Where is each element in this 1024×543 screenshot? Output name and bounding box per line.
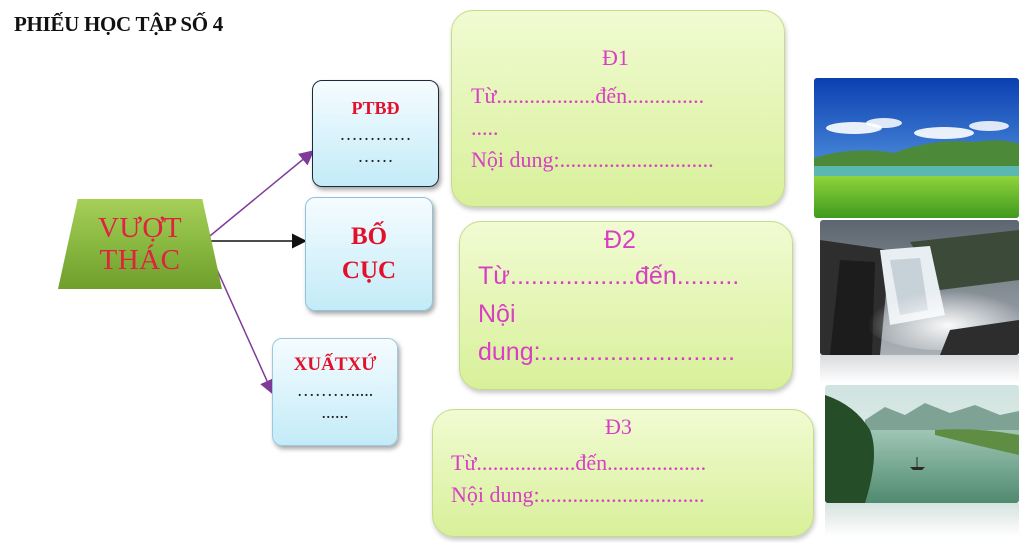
river-valley-image xyxy=(825,385,1019,503)
waterfall-image xyxy=(820,220,1019,355)
xuatxu-box: XUẤTXỨ ………..... ...... xyxy=(272,338,398,446)
section-d1-box: Đ1 Từ..................đến..............… xyxy=(451,10,785,207)
d2-heading: Đ2 xyxy=(604,226,636,254)
d2-line-noi: Nội xyxy=(478,300,516,328)
ptbd-dots-1: ………… xyxy=(339,124,412,144)
ptbd-dots-2: …… xyxy=(357,146,394,166)
xuatxu-dots-2: ...... xyxy=(321,402,349,422)
worksheet-title: PHIẾU HỌC TẬP SỐ 4 xyxy=(14,12,223,36)
center-topic-line2: THÁC xyxy=(99,244,181,276)
lake-landscape-image xyxy=(814,78,1019,218)
arrow-to-ptbd xyxy=(204,150,315,241)
section-d3-box: Đ3 Từ..................đến..............… xyxy=(432,409,814,537)
d2-line-from-to: Từ..................đến......... xyxy=(478,262,740,290)
center-topic-shape: VƯỢT THÁC xyxy=(58,199,222,289)
section-d2-box: Đ2 Từ..................đến......... Nội … xyxy=(459,221,793,390)
ptbd-label: PTBĐ xyxy=(351,98,400,118)
center-topic-line1: VƯỢT xyxy=(97,212,183,244)
d1-line-content: Nội dung:............................ xyxy=(471,147,714,172)
bocuc-line2: CỤC xyxy=(341,257,397,284)
d1-heading: Đ1 xyxy=(602,45,629,70)
ptbd-box: PTBĐ ………… …… xyxy=(312,80,439,187)
d1-line-from-to: Từ..................đến.............. xyxy=(471,83,705,108)
river-image-reflection xyxy=(825,503,1019,537)
d2-line-dung: dung:............................ xyxy=(478,338,736,366)
d3-line-content: Nội dung:.............................. xyxy=(451,482,705,507)
xuatxu-label: XUẤTXỨ xyxy=(293,354,377,375)
d3-heading: Đ3 xyxy=(605,414,632,439)
d1-line-cont: ..... xyxy=(471,115,499,140)
bocuc-box: BỐ CỤC xyxy=(305,197,433,311)
d3-line-from-to: Từ..................đến.................… xyxy=(451,450,707,475)
waterfall-image-reflection xyxy=(820,355,1019,383)
xuatxu-dots-1: ………..... xyxy=(296,380,374,400)
bocuc-line1: BỐ xyxy=(350,223,388,250)
